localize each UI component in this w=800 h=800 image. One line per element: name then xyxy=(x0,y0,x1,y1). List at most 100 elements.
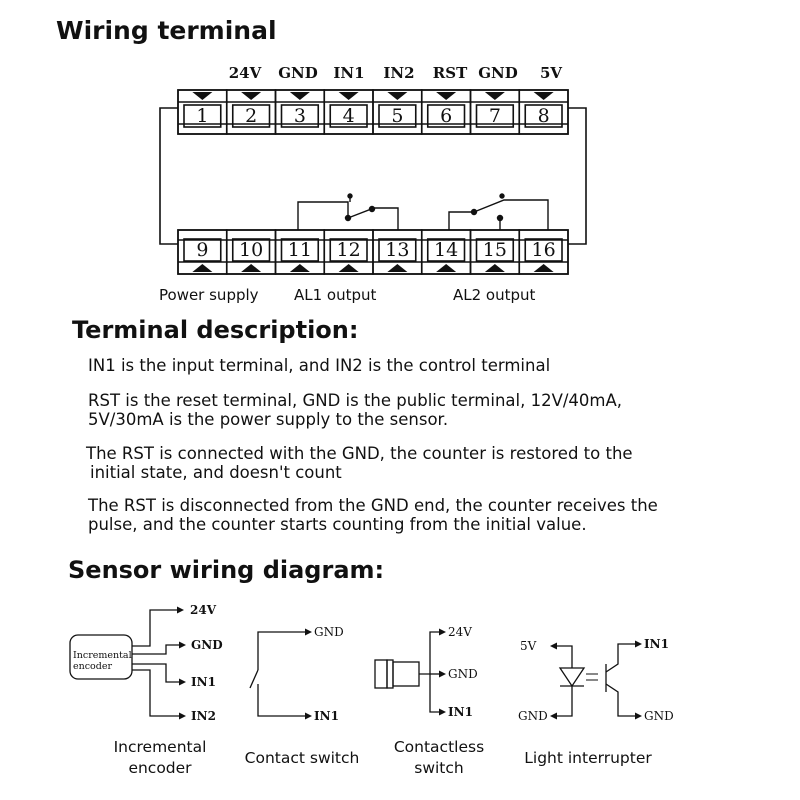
al2-relay-contact xyxy=(448,193,549,230)
desc-paragraph-1: IN1 is the input terminal, and IN2 is th… xyxy=(88,356,551,375)
contact-switch-caption: Contact switch xyxy=(244,749,360,767)
al1-output-caption: AL1 output xyxy=(294,286,377,304)
arrow-icon xyxy=(439,628,446,636)
contact-label-in1: IN1 xyxy=(314,709,339,723)
terminal-number: 11 xyxy=(288,239,312,261)
terminal-screw-icon xyxy=(338,92,359,100)
light-label-gnd-right: GND xyxy=(644,709,674,723)
terminal-cell-6: 6 xyxy=(420,89,472,135)
terminal-screw-icon xyxy=(289,264,310,272)
led-diode-icon xyxy=(558,667,586,688)
phototransistor-collector-wire xyxy=(605,643,636,673)
terminal-screw-icon xyxy=(241,92,262,100)
terminal-screw-icon xyxy=(533,92,554,100)
terminal-cell-1: 1 xyxy=(177,89,228,135)
arrow-icon xyxy=(635,712,642,720)
terminal-cell-11: 11 xyxy=(274,229,326,275)
terminal-screw-icon xyxy=(241,264,262,272)
contact-wire-top xyxy=(257,631,306,670)
proximity-sensor-ring xyxy=(386,659,394,689)
proximity-sensor-body xyxy=(392,661,420,687)
terminal-number: 1 xyxy=(196,105,208,127)
terminal-number: 12 xyxy=(337,239,361,261)
terminal-cell-14: 14 xyxy=(420,229,472,275)
desc-paragraph-3-line-2: initial state, and doesn't count xyxy=(90,463,342,482)
encoder-wire-24v xyxy=(132,609,178,647)
terminal-screw-icon xyxy=(436,264,457,272)
terminal-number: 4 xyxy=(343,105,355,127)
desc-paragraph-3-line-1: The RST is connected with the GND, the c… xyxy=(86,444,633,463)
terminal-description-title: Terminal description: xyxy=(72,316,359,344)
terminal-number: 9 xyxy=(196,239,208,261)
encoder-output-gnd: GND xyxy=(191,638,223,652)
terminal-number: 6 xyxy=(440,105,452,127)
terminal-screw-icon xyxy=(338,264,359,272)
terminal-cell-12: 12 xyxy=(323,229,374,275)
encoder-wire-in2 xyxy=(132,669,180,717)
terminal-cell-13: 13 xyxy=(372,229,423,275)
terminal-screw-icon xyxy=(484,92,505,100)
arrow-icon xyxy=(305,628,312,636)
arrow-icon xyxy=(439,670,446,678)
terminal-screw-icon xyxy=(192,92,213,100)
arrow-icon xyxy=(177,606,184,614)
terminal-number: 8 xyxy=(538,105,550,127)
arrow-icon xyxy=(179,678,186,686)
light-label-5v: 5V xyxy=(520,639,537,653)
arrow-icon xyxy=(550,712,557,720)
contactless-label-gnd: GND xyxy=(448,667,478,681)
wiring-terminal-title: Wiring terminal xyxy=(56,16,277,45)
terminal-screw-icon xyxy=(436,92,457,100)
arrow-icon xyxy=(550,642,557,650)
encoder-output-in2: IN2 xyxy=(191,709,216,723)
terminal-label-6: RST xyxy=(433,64,468,82)
encoder-caption-line-2: encoder xyxy=(128,759,192,777)
terminal-number: 2 xyxy=(245,105,257,127)
terminal-label-3: GND xyxy=(278,64,318,82)
encoder-wire-gnd xyxy=(132,644,180,655)
contactless-wire-in1 xyxy=(429,674,440,713)
terminal-screw-icon xyxy=(484,264,505,272)
sensor-diagrams: Incremental encoder 24V GND IN1 IN2 GND … xyxy=(69,603,674,723)
led-wire-bottom xyxy=(556,686,573,717)
terminal-cell-4: 4 xyxy=(323,89,374,135)
arrow-icon xyxy=(305,712,312,720)
terminal-cell-5: 5 xyxy=(372,89,423,135)
encoder-output-24v: 24V xyxy=(190,603,217,617)
encoder-wire-in1 xyxy=(132,663,180,683)
contactless-caption-line-2: switch xyxy=(414,759,464,777)
terminal-cell-3: 3 xyxy=(274,89,326,135)
arrow-icon xyxy=(179,641,186,649)
encoder-caption: Incremental encoder xyxy=(100,737,220,779)
contact-wire-bottom xyxy=(257,684,306,717)
contactless-caption-line-1: Contactless xyxy=(393,738,485,756)
terminal-number: 10 xyxy=(239,239,263,261)
terminal-number: 16 xyxy=(532,239,556,261)
proximity-sensor-head xyxy=(374,659,388,689)
terminal-number: 5 xyxy=(391,105,403,127)
terminal-cell-8: 8 xyxy=(518,89,569,135)
arrow-icon xyxy=(635,640,642,648)
encoder-box-label-1: Incremental xyxy=(73,650,132,661)
encoder-output-in1: IN1 xyxy=(191,675,216,689)
contact-switch-blade xyxy=(249,669,259,689)
contactless-label-in1: IN1 xyxy=(448,705,473,719)
al1-relay-contact xyxy=(297,193,399,230)
light-label-gnd-left: GND xyxy=(518,709,548,723)
terminal-label-2: 24V xyxy=(229,64,262,82)
terminal-number: 13 xyxy=(385,239,409,261)
desc-paragraph-4-line-2: pulse, and the counter starts counting f… xyxy=(88,515,587,534)
terminal-screw-icon xyxy=(192,264,213,272)
terminal-cell-15: 15 xyxy=(469,229,521,275)
desc-paragraph-2-line-1: RST is the reset terminal, GND is the pu… xyxy=(88,391,623,410)
al2-output-caption: AL2 output xyxy=(453,286,536,304)
desc-paragraph-4-line-1: The RST is disconnected from the GND end… xyxy=(88,496,658,515)
terminal-cell-16: 16 xyxy=(518,229,569,275)
terminal-screw-icon xyxy=(289,92,310,100)
light-interrupter-caption: Light interrupter xyxy=(524,749,652,767)
contactless-wire-24v xyxy=(419,631,440,675)
terminal-screw-icon xyxy=(387,92,408,100)
sensor-wiring-title: Sensor wiring diagram: xyxy=(68,556,385,584)
frame-right-wire xyxy=(568,107,587,245)
desc-paragraph-2-line-2: 5V/30mA is the power supply to the senso… xyxy=(88,410,449,429)
